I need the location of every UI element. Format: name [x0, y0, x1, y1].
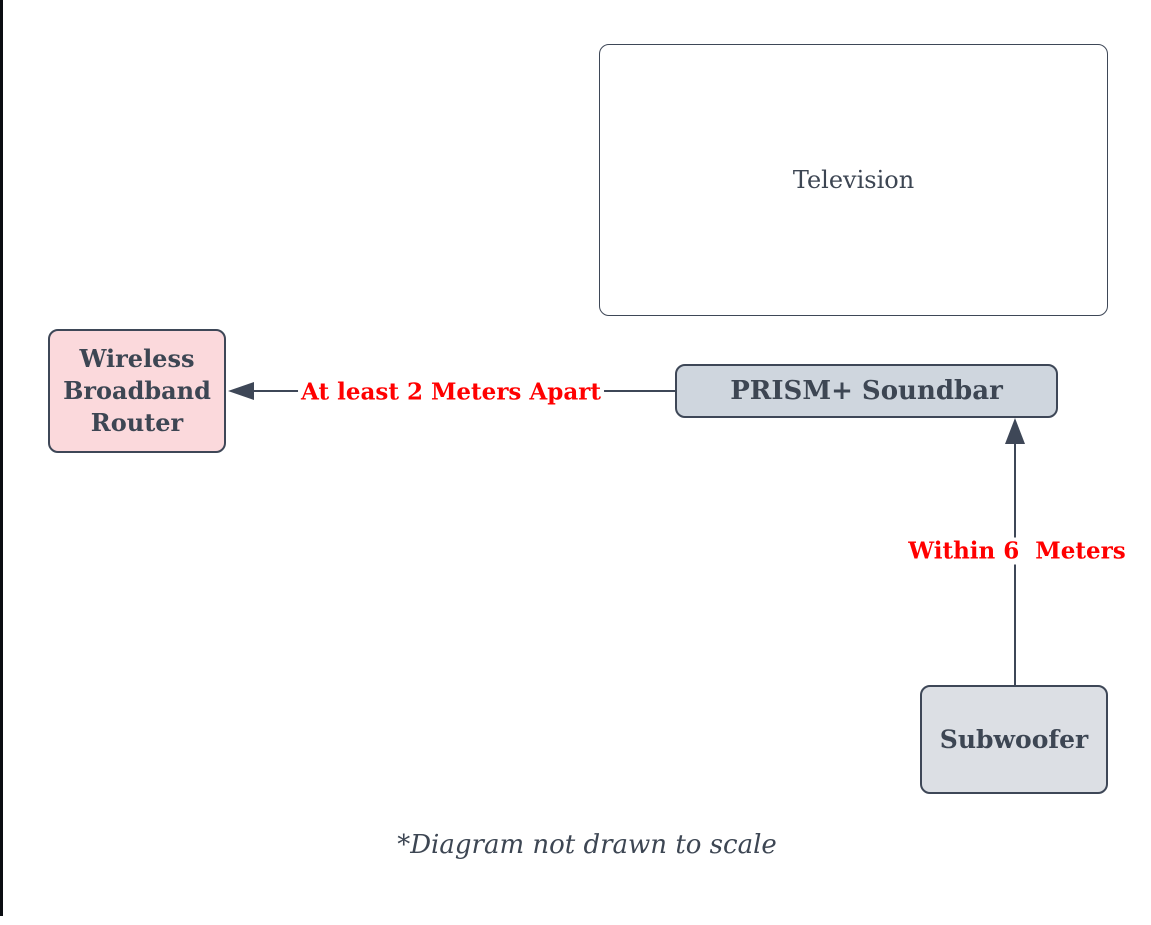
- television-box: Television: [599, 44, 1108, 316]
- distance-label-subwoofer: Within 6 Meters: [905, 537, 1129, 565]
- left-arrowhead-icon: [228, 382, 254, 400]
- television-label: Television: [792, 166, 915, 194]
- subwoofer-label: Subwoofer: [939, 725, 1089, 754]
- distance-label-router: At least 2 Meters Apart: [298, 378, 604, 406]
- subwoofer-box: Subwoofer: [920, 685, 1108, 794]
- page-edge-line: [0, 0, 3, 916]
- scale-disclaimer-caption: *Diagram not drawn to scale: [397, 830, 777, 860]
- up-arrowhead-icon: [1005, 418, 1025, 444]
- router-box: Wireless Broadband Router: [48, 329, 226, 453]
- soundbar-box: PRISM+ Soundbar: [675, 364, 1058, 418]
- soundbar-label: PRISM+ Soundbar: [730, 376, 1003, 406]
- router-label: Wireless Broadband Router: [63, 344, 211, 437]
